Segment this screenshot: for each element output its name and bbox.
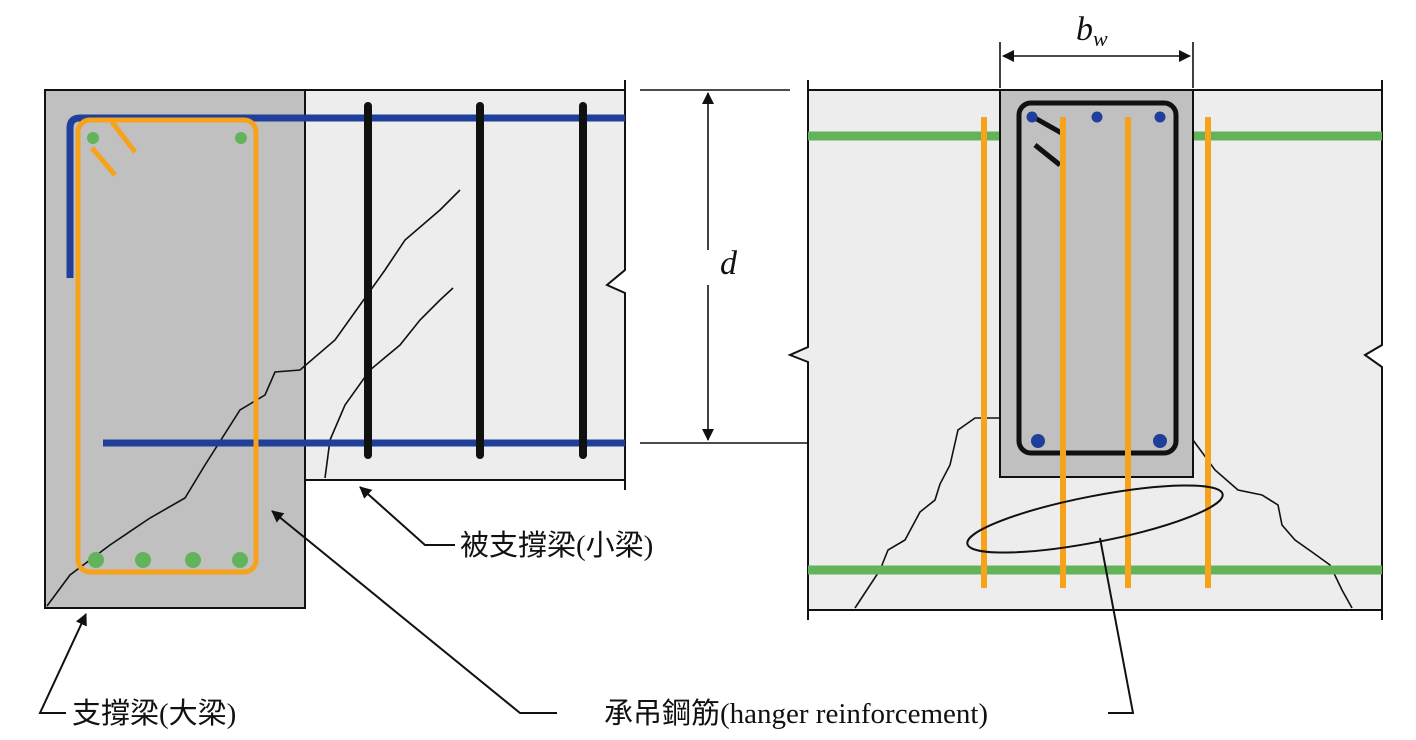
girder-bar-dot xyxy=(135,552,151,568)
supported-beam-label: 被支撐梁(小梁) xyxy=(460,529,653,562)
beam-bar-dot xyxy=(1153,434,1167,448)
supporting-beam-leader xyxy=(38,613,87,714)
width-symbol: bw xyxy=(1076,11,1108,51)
beam-bar-dot xyxy=(1026,111,1038,123)
girder-bar-dot xyxy=(235,132,247,144)
supporting-beam-label: 支撐梁(大梁) xyxy=(72,697,236,730)
top-longitudinal-bar xyxy=(66,114,625,278)
supporting-girder-section xyxy=(44,89,306,609)
width-dimension: bw xyxy=(999,11,1194,88)
hanger-highlight-ellipse xyxy=(966,484,1224,554)
annotations: 被支撐梁(小梁) 支撐梁(大梁) 承吊鋼筋(hanger reinforceme… xyxy=(38,486,1135,730)
left-elevation-view xyxy=(44,80,626,609)
supported-beam-section xyxy=(999,89,1194,478)
beam-bar-dot xyxy=(1091,111,1103,123)
hanger-hook-left xyxy=(90,120,137,177)
depth-symbol: d xyxy=(720,245,738,282)
supported-beam-outline xyxy=(305,80,626,490)
beam-section-stirrup xyxy=(1016,100,1179,456)
beam-bar-dot xyxy=(1154,111,1166,123)
girder-bar-dot xyxy=(232,552,248,568)
hanger-stirrup-left xyxy=(75,117,259,575)
beam-bar-dot xyxy=(1031,434,1045,448)
supported-beam-leader xyxy=(359,486,455,546)
hanger-leader-right xyxy=(1099,537,1135,714)
girder-bar-dot xyxy=(87,132,99,144)
girder-bar-dot xyxy=(88,552,104,568)
right-elevation-view xyxy=(787,80,1383,620)
hanger-label: 承吊鋼筋(hanger reinforcement) xyxy=(604,697,988,730)
crack-line-main xyxy=(46,189,461,607)
hanger-leader-left xyxy=(271,510,557,714)
supported-beam-body xyxy=(305,90,625,480)
girder-bar-dot xyxy=(185,552,201,568)
crack-right-left xyxy=(854,417,1000,609)
crack-line-secondary xyxy=(324,287,454,479)
